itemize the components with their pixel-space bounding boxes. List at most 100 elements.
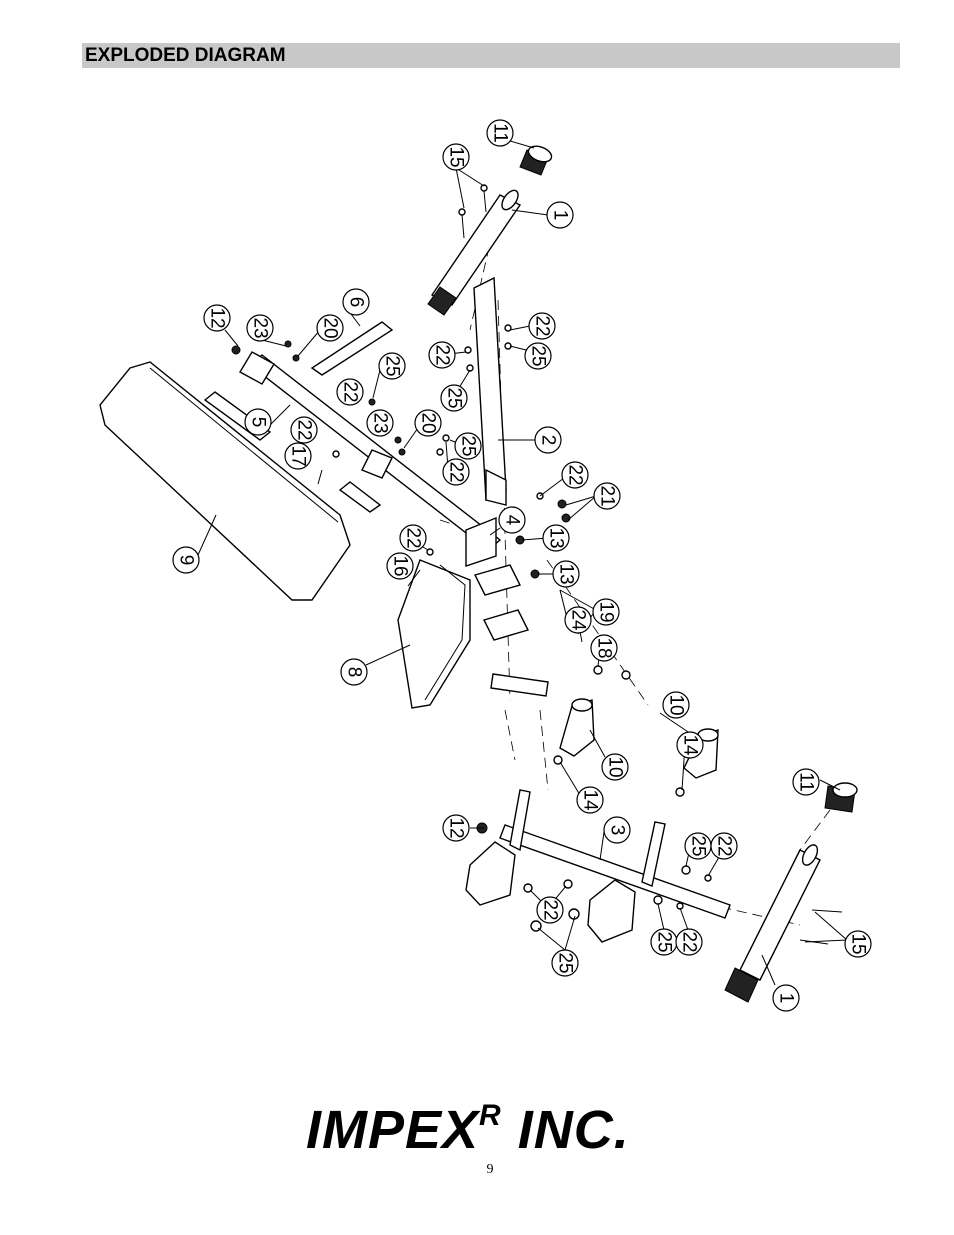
svg-text:22: 22 xyxy=(403,527,424,548)
brand-name: IMPEX xyxy=(306,1100,480,1160)
callout: 12 xyxy=(203,304,231,332)
svg-text:20: 20 xyxy=(418,412,439,433)
callout: 22 xyxy=(710,832,738,860)
callout: 3 xyxy=(603,816,631,844)
svg-text:23: 23 xyxy=(250,317,271,338)
part-5-frame xyxy=(203,351,502,567)
svg-text:1: 1 xyxy=(550,210,571,221)
callout: 23 xyxy=(366,409,394,437)
callout: 18 xyxy=(590,634,618,662)
callout: 23 xyxy=(246,314,274,342)
callout: 22 xyxy=(442,458,470,486)
callout: 2 xyxy=(534,426,562,454)
callout: 25 xyxy=(551,949,579,977)
callout: 22 xyxy=(428,341,456,369)
callout: 1 xyxy=(546,201,574,229)
svg-text:4: 4 xyxy=(502,515,523,526)
svg-text:6: 6 xyxy=(346,297,367,308)
callout: 20 xyxy=(414,409,442,437)
callout: 20 xyxy=(316,314,344,342)
svg-text:13: 13 xyxy=(546,527,567,548)
part-8-seat-pad xyxy=(397,559,471,709)
part-4-brackets xyxy=(473,564,549,697)
svg-text:18: 18 xyxy=(594,637,615,658)
brand-logo: IMPEXR INC. xyxy=(306,1088,666,1162)
svg-text:10: 10 xyxy=(605,756,626,777)
page-number: 9 xyxy=(486,1162,494,1177)
svg-text:1: 1 xyxy=(776,993,797,1004)
svg-text:12: 12 xyxy=(446,817,467,838)
part-1-top-bar xyxy=(427,145,553,316)
callout: 9 xyxy=(172,546,200,574)
svg-text:22: 22 xyxy=(340,381,361,402)
svg-text:5: 5 xyxy=(248,417,269,428)
svg-text:11: 11 xyxy=(490,123,511,143)
callout: 25 xyxy=(524,342,552,370)
callout: 25 xyxy=(454,432,482,460)
callout: 22 xyxy=(528,312,556,340)
svg-text:2: 2 xyxy=(538,435,559,446)
svg-text:22: 22 xyxy=(432,344,453,365)
svg-text:20: 20 xyxy=(320,317,341,338)
callout: 25 xyxy=(440,384,468,412)
svg-text:25: 25 xyxy=(528,345,549,366)
callout: 11 xyxy=(486,119,514,147)
svg-text:12: 12 xyxy=(207,307,228,328)
svg-text:25: 25 xyxy=(555,952,576,973)
svg-text:25: 25 xyxy=(688,835,709,856)
svg-text:25: 25 xyxy=(458,435,479,456)
callouts: 11 15 1 12 23 20 6 22 22 25 25 22 25 5 2… xyxy=(172,119,872,1012)
callout: 22 xyxy=(290,416,318,444)
svg-text:23: 23 xyxy=(370,412,391,433)
callout: 22 xyxy=(536,896,564,924)
callout: 4 xyxy=(498,506,526,534)
part-9-back-pad xyxy=(99,361,351,601)
svg-text:22: 22 xyxy=(446,461,467,482)
svg-text:15: 15 xyxy=(446,146,467,167)
callout: 12 xyxy=(442,814,470,842)
svg-text:10: 10 xyxy=(666,694,687,715)
svg-text:22: 22 xyxy=(540,899,561,920)
svg-text:14: 14 xyxy=(580,789,601,811)
svg-text:11: 11 xyxy=(796,772,817,792)
callout: 25 xyxy=(684,832,712,860)
svg-text:25: 25 xyxy=(654,931,675,952)
callout: 22 xyxy=(399,524,427,552)
callout: 13 xyxy=(542,524,570,552)
callout: 6 xyxy=(342,288,370,316)
svg-text:17: 17 xyxy=(288,445,309,466)
callout: 25 xyxy=(378,352,406,380)
svg-text:16: 16 xyxy=(390,555,411,576)
callout: 15 xyxy=(442,143,470,171)
svg-text:22: 22 xyxy=(679,931,700,952)
svg-text:22: 22 xyxy=(532,315,553,336)
svg-text:22: 22 xyxy=(294,419,315,440)
callout: 15 xyxy=(844,930,872,958)
callout: 16 xyxy=(386,552,414,580)
part-6-arm xyxy=(310,321,394,376)
assembly-axes xyxy=(439,199,831,926)
registered-mark: R xyxy=(479,1099,502,1132)
callout: 19 xyxy=(592,598,620,626)
svg-text:22: 22 xyxy=(714,835,735,856)
callout: 14 xyxy=(676,731,704,759)
callout: 25 xyxy=(650,928,678,956)
svg-text:22: 22 xyxy=(565,464,586,485)
svg-text:13: 13 xyxy=(556,563,577,584)
callout: 22 xyxy=(336,378,364,406)
section-title: EXPLODED DIAGRAM xyxy=(82,43,900,68)
brand-suffix: INC. xyxy=(501,1100,630,1160)
svg-text:25: 25 xyxy=(444,387,465,408)
svg-text:3: 3 xyxy=(607,825,628,836)
svg-text:9: 9 xyxy=(176,555,197,566)
callout: 21 xyxy=(593,482,621,510)
svg-text:8: 8 xyxy=(344,667,365,678)
callout: 22 xyxy=(675,928,703,956)
callout: 1 xyxy=(772,984,800,1012)
part-2-upright xyxy=(473,276,507,506)
svg-text:14: 14 xyxy=(680,734,701,756)
part-1-bottom-bar xyxy=(724,782,858,1003)
callout: 11 xyxy=(792,768,820,796)
callout: 5 xyxy=(244,408,272,436)
callout: 24 xyxy=(564,606,592,634)
